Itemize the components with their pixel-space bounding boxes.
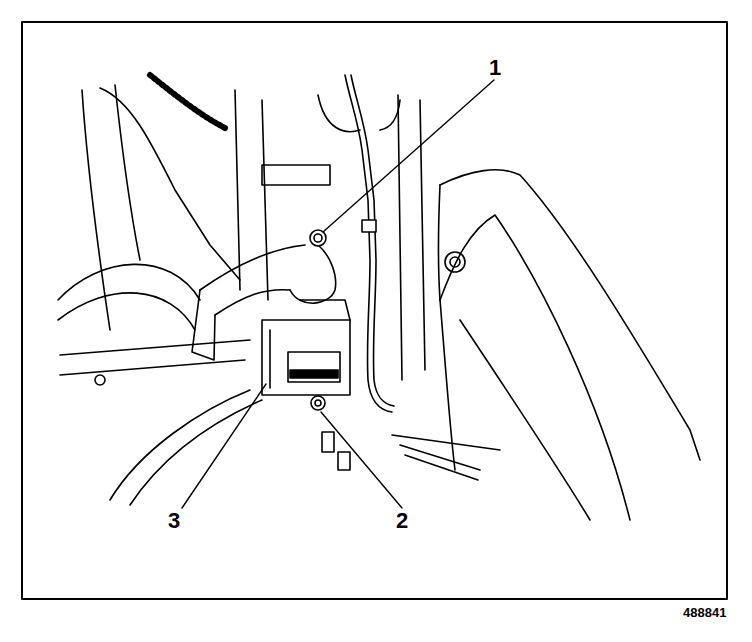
seat-rail bbox=[322, 432, 500, 480]
leader-lines bbox=[182, 80, 494, 508]
callout-number: 1 bbox=[489, 57, 501, 79]
wire-harness bbox=[345, 75, 394, 412]
callout-number: 2 bbox=[396, 510, 408, 532]
frame bbox=[22, 22, 727, 599]
seat bbox=[439, 170, 701, 520]
steering-and-floor bbox=[58, 264, 262, 505]
figure-number: 488841 bbox=[683, 606, 726, 619]
retractor bbox=[262, 300, 350, 410]
callout-number: 3 bbox=[168, 510, 180, 532]
